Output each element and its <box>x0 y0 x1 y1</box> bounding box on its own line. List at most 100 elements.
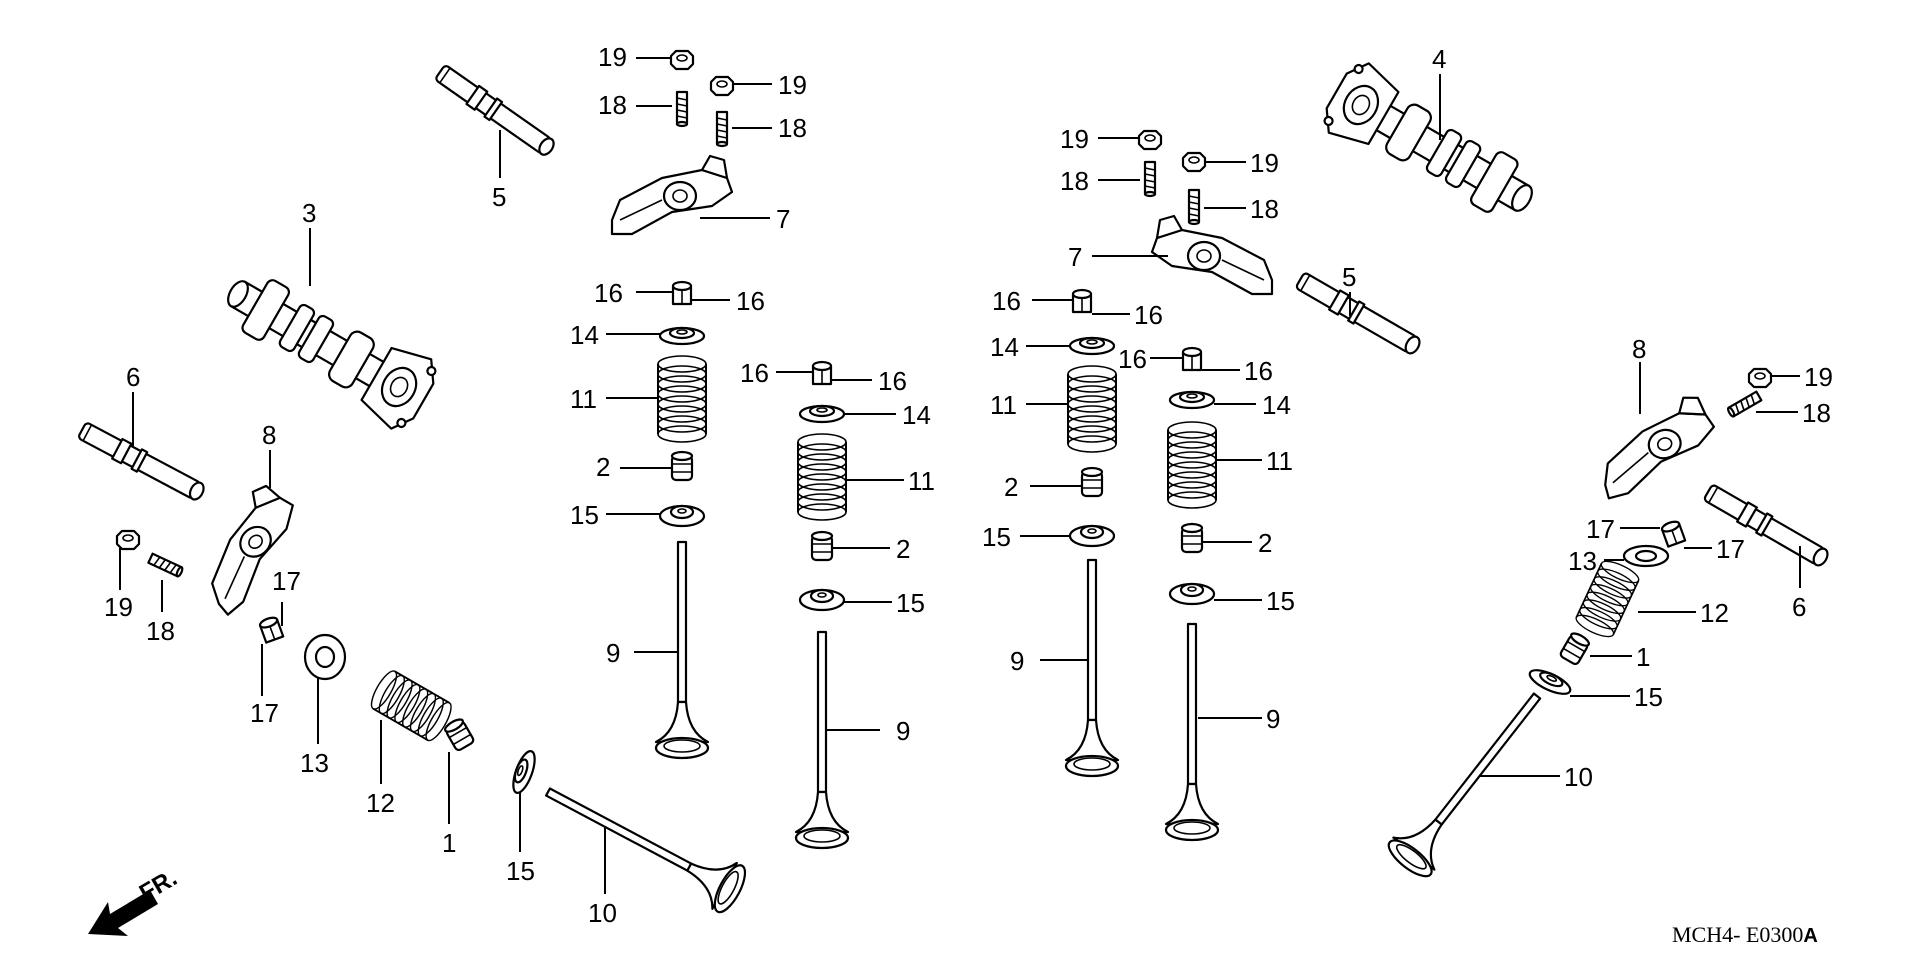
label-18: 18 <box>598 90 627 120</box>
label-13: 13 <box>1568 546 1597 576</box>
label-4: 4 <box>1432 44 1446 74</box>
label-16: 16 <box>878 366 907 396</box>
label-12: 12 <box>366 788 395 818</box>
label-2: 2 <box>1004 472 1018 502</box>
label-18: 18 <box>1250 194 1279 224</box>
label-5: 5 <box>492 182 506 212</box>
label-11: 11 <box>1266 446 1293 476</box>
label-16: 16 <box>1244 356 1273 386</box>
cotter-17-left <box>257 614 285 644</box>
label-15: 15 <box>506 856 535 886</box>
retainer-14-a <box>658 326 706 346</box>
label-18: 18 <box>1802 398 1831 428</box>
valve-spring-11-b <box>797 433 847 521</box>
label-19: 19 <box>104 592 133 622</box>
adjusting-screw-18-right <box>1725 390 1763 419</box>
adjusting-screw-18-a <box>675 90 689 128</box>
label-3: 3 <box>302 198 316 228</box>
label-18: 18 <box>778 113 807 143</box>
diagram-reference-code: MCH4- E0300A <box>1672 922 1818 948</box>
label-17: 17 <box>1716 534 1745 564</box>
front-direction-arrow-icon <box>88 890 158 936</box>
cotter-16-c <box>1071 288 1093 314</box>
valve-9-a <box>654 540 710 760</box>
diagram-code-suffix: A <box>1803 925 1818 947</box>
lock-nut-19-d <box>1181 151 1207 173</box>
stem-seal-2-a <box>670 450 694 482</box>
rocker-shaft-6-left <box>75 419 209 505</box>
valve-spring-11-d <box>1167 421 1217 509</box>
spring-seat-13-right <box>1622 544 1670 568</box>
rocker-shaft-5-right <box>1293 269 1425 359</box>
spring-seat-13-left <box>303 633 347 681</box>
label-14: 14 <box>1262 390 1291 420</box>
label-15: 15 <box>896 588 925 618</box>
label-9: 9 <box>896 716 910 746</box>
label-2: 2 <box>1258 528 1272 558</box>
label-18: 18 <box>146 616 175 646</box>
label-18: 18 <box>1060 166 1089 196</box>
label-19: 19 <box>1060 124 1089 154</box>
cotter-17-right <box>1659 518 1687 548</box>
label-14: 14 <box>990 332 1019 362</box>
label-2: 2 <box>596 452 610 482</box>
label-6: 6 <box>126 362 140 392</box>
label-5: 5 <box>1342 262 1356 292</box>
label-16: 16 <box>740 358 769 388</box>
retainer-14-d <box>1168 390 1216 410</box>
label-10: 10 <box>1564 762 1593 792</box>
camshaft-4 <box>1315 55 1551 238</box>
valve-retainer-15-left <box>507 747 541 797</box>
label-11: 11 <box>908 466 935 496</box>
rocker-arm-7-right <box>1150 214 1274 296</box>
label-7: 7 <box>1068 242 1082 272</box>
adjusting-screw-18-b <box>715 110 729 148</box>
adjusting-screw-18-c <box>1143 160 1157 198</box>
lock-nut-19-c <box>1137 129 1163 151</box>
label-11: 11 <box>990 390 1017 420</box>
label-17: 17 <box>1586 514 1615 544</box>
label-14: 14 <box>570 320 599 350</box>
lock-nut-19-a <box>669 49 695 71</box>
label-17: 17 <box>250 698 279 728</box>
valve-10-left <box>534 767 753 918</box>
stem-seal-1-left <box>442 716 476 753</box>
rocker-arm-7-left <box>610 154 734 236</box>
retainer-14-c <box>1068 336 1116 356</box>
label-19: 19 <box>598 42 627 72</box>
label-15: 15 <box>570 500 599 530</box>
label-12: 12 <box>1700 598 1729 628</box>
lock-nut-19-b <box>709 75 735 97</box>
stem-seal-2-d <box>1180 522 1204 554</box>
label-8: 8 <box>262 420 276 450</box>
lock-nut-19-left <box>115 529 141 551</box>
valve-spring-11-a <box>657 355 707 443</box>
spring-seat-15-c <box>1068 524 1116 548</box>
label-16: 16 <box>594 278 623 308</box>
valve-10-right <box>1382 678 1559 884</box>
label-9: 9 <box>606 638 620 668</box>
label-19: 19 <box>778 70 807 100</box>
label-9: 9 <box>1266 704 1280 734</box>
label-6: 6 <box>1792 592 1806 622</box>
label-2: 2 <box>896 534 910 564</box>
spring-seat-15-b <box>798 588 846 612</box>
label-7: 7 <box>776 204 790 234</box>
cotter-16-d <box>1181 346 1203 372</box>
stem-seal-2-b <box>810 530 834 562</box>
stem-seal-2-c <box>1080 466 1104 498</box>
retainer-14-b <box>798 404 846 424</box>
label-1: 1 <box>1636 642 1650 672</box>
valve-9-d <box>1164 622 1220 842</box>
label-15: 15 <box>1266 586 1295 616</box>
cotter-16-a <box>671 280 693 306</box>
label-16: 16 <box>736 286 765 316</box>
valve-spring-11-c <box>1067 365 1117 453</box>
label-17: 17 <box>272 566 301 596</box>
label-15: 15 <box>982 522 1011 552</box>
diagram-code-prefix: MCH4- E0300 <box>1672 922 1804 947</box>
label-16: 16 <box>1134 300 1163 330</box>
lock-nut-19-right <box>1747 367 1773 389</box>
label-19: 19 <box>1250 148 1279 178</box>
adjusting-screw-18-d <box>1187 188 1201 226</box>
